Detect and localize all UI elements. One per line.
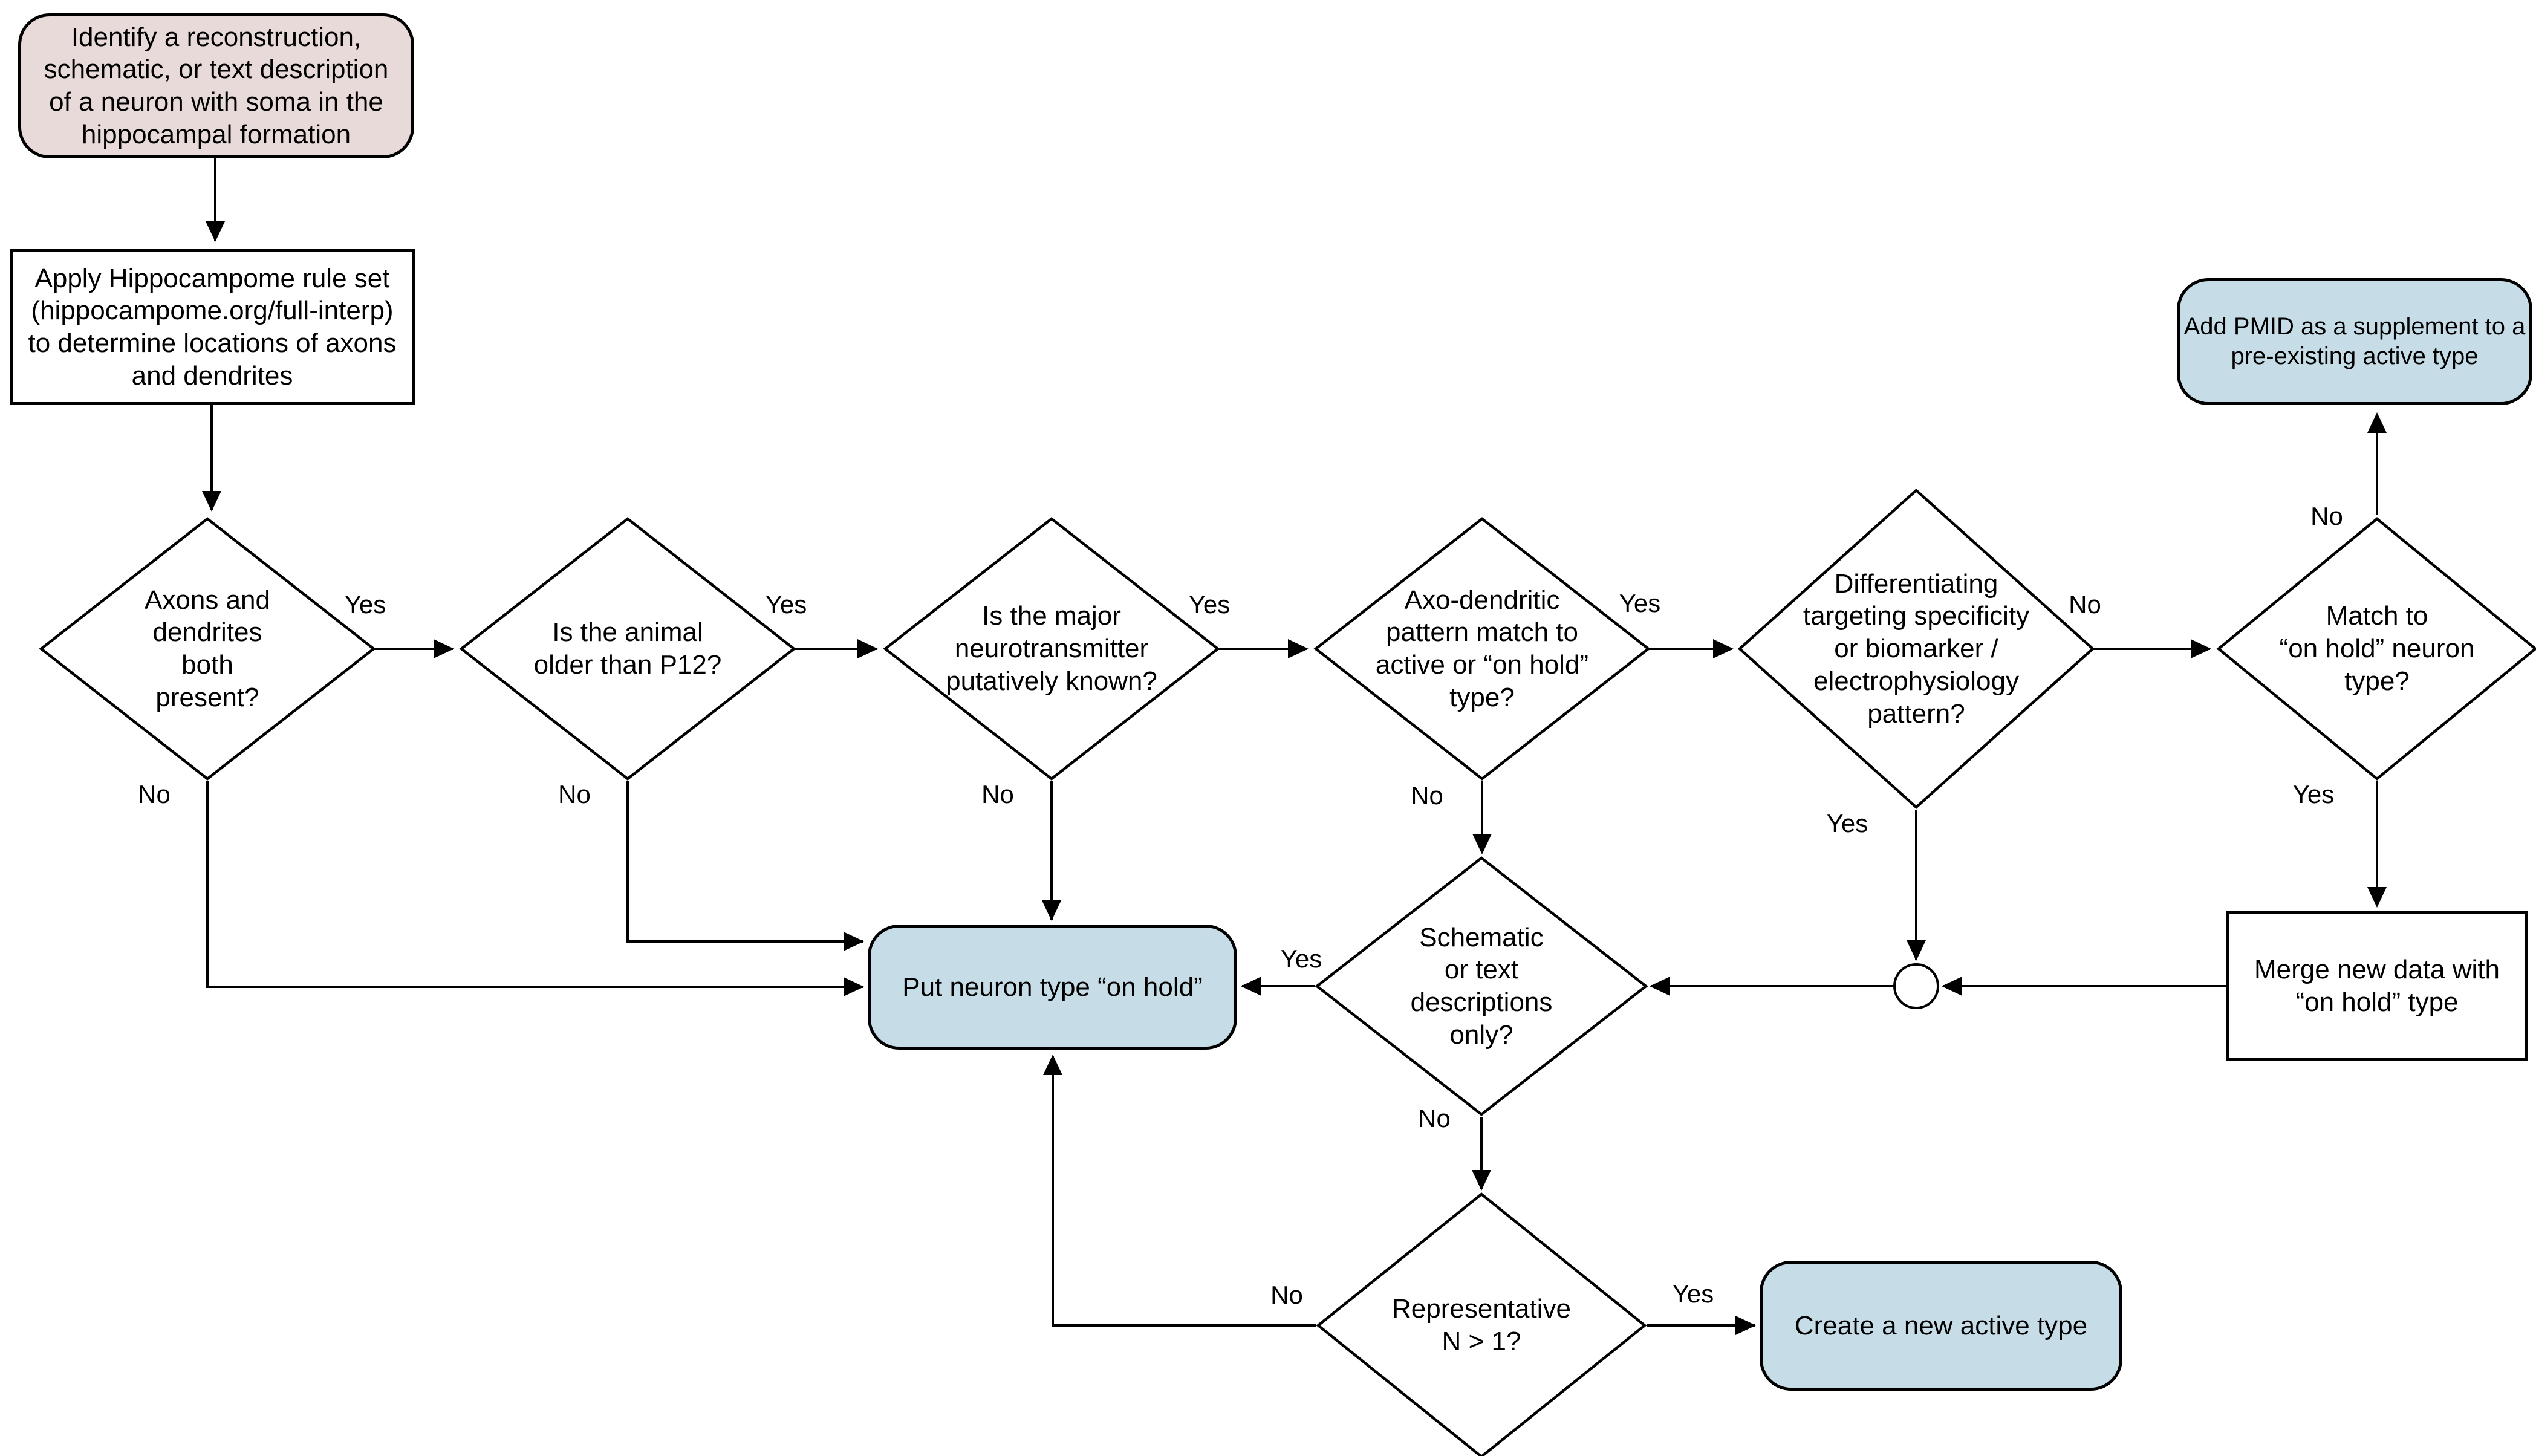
add-pmid-node: Add PMID as a supplement to a pre-existi… <box>2177 278 2532 405</box>
decision-schematic-only-text: Schematic or text descriptions only? <box>1410 922 1553 1050</box>
edge-rep-no-to-hold <box>1043 1055 1316 1327</box>
label-axo-yes: Yes <box>1619 589 1661 617</box>
label-rep-no: No <box>1270 1281 1303 1309</box>
label-nt-yes: Yes <box>1188 590 1231 619</box>
decision-representative <box>1316 1192 1647 1456</box>
create-active-node: Create a new active type <box>1760 1261 2122 1391</box>
decision-neurotransmitter-text: Is the major neurotransmitter putatively… <box>946 601 1157 696</box>
decision-representative-text: Representative N > 1? <box>1392 1294 1571 1356</box>
decision-axons-dendrites-text: Axons and dendrites both present? <box>145 585 270 712</box>
label-axons-no: No <box>138 780 171 808</box>
label-axons-yes: Yes <box>344 590 386 619</box>
label-nt-no: No <box>981 780 1014 808</box>
decision-neurotransmitter <box>883 517 1220 781</box>
decision-axons-dendrites <box>39 517 376 781</box>
label-match-yes: Yes <box>2292 780 2335 808</box>
put-on-hold-node: Put neuron type “on hold” <box>868 925 1237 1050</box>
edge-age-no-to-hold <box>626 781 864 951</box>
label-diff-yes: Yes <box>1826 809 1868 837</box>
junction-circle <box>1893 963 1939 1009</box>
label-age-no: No <box>558 780 591 808</box>
decision-axo-dendritic <box>1313 517 1651 781</box>
edge-axons-no-to-hold <box>206 781 864 996</box>
decision-match-on-hold <box>2216 517 2536 781</box>
decision-match-on-hold-text: Match to “on hold” neuron type? <box>2279 601 2475 696</box>
decision-differentiating-text: Differentiating targeting specificity or… <box>1803 568 2030 729</box>
decision-axo-dendritic-text: Axo-dendritic pattern match to active or… <box>1375 585 1589 712</box>
label-axo-no: No <box>1411 781 1443 810</box>
decision-animal-age <box>459 517 796 781</box>
label-rep-yes: Yes <box>1672 1279 1714 1308</box>
label-match-no: No <box>2310 502 2343 530</box>
decision-differentiating <box>1737 488 2095 810</box>
decision-animal-age-text: Is the animal older than P12? <box>533 617 722 680</box>
label-age-yes: Yes <box>765 590 807 619</box>
label-diff-no: No <box>2069 590 2101 619</box>
rule-set-node: Apply Hippocampome rule set (hippocampom… <box>10 249 415 405</box>
label-schematic-no: No <box>1418 1104 1451 1133</box>
label-schematic-yes: Yes <box>1280 944 1322 973</box>
merge-data-node: Merge new data with “on hold” type <box>2226 911 2528 1061</box>
start-node: Identify a reconstruction, schematic, or… <box>18 13 414 158</box>
decision-schematic-only <box>1315 856 1648 1116</box>
